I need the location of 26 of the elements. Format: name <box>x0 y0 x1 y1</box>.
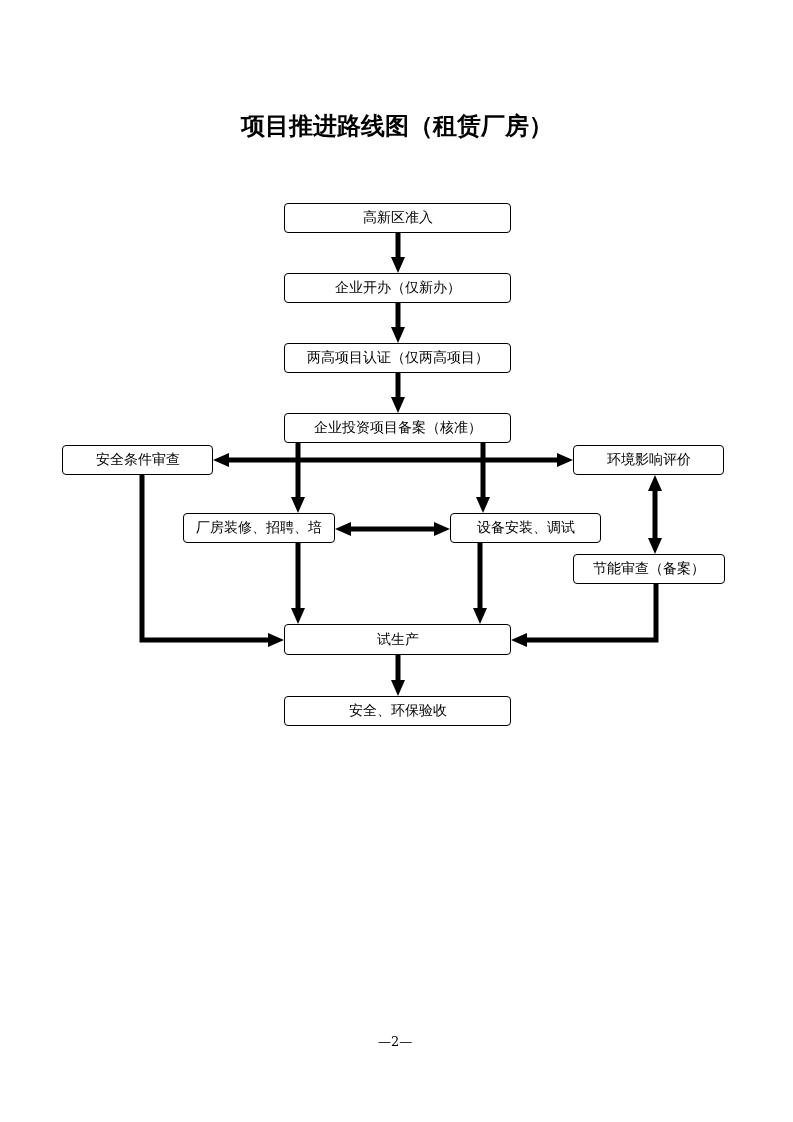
process-box: 厂房装修、招聘、培 <box>183 513 335 543</box>
arrow <box>391 303 405 343</box>
process-box: 高新区准入 <box>284 203 511 233</box>
process-box: 节能审查（备案） <box>573 554 725 584</box>
arrow <box>335 522 450 536</box>
arrow <box>291 443 305 513</box>
arrow <box>476 443 490 513</box>
arrow <box>391 373 405 413</box>
arrow <box>648 475 662 554</box>
process-box: 安全、环保验收 <box>284 696 511 726</box>
arrow <box>391 655 405 696</box>
arrow <box>511 584 659 647</box>
process-box: 安全条件审查 <box>62 445 213 475</box>
process-box: 试生产 <box>284 624 511 655</box>
process-box: 两高项目认证（仅两高项目） <box>284 343 511 373</box>
arrow <box>291 543 305 624</box>
diagram-title: 项目推进路线图（租赁厂房） <box>239 110 554 142</box>
arrow <box>213 453 573 467</box>
page-number: —2— <box>378 1034 413 1049</box>
arrow <box>391 233 405 273</box>
process-box: 环境影响评价 <box>573 445 724 475</box>
arrow <box>139 475 284 647</box>
process-box: 企业投资项目备案（核准） <box>284 413 511 443</box>
process-box: 企业开办（仅新办） <box>284 273 511 303</box>
arrow <box>473 543 487 624</box>
process-box: 设备安装、调试 <box>450 513 601 543</box>
